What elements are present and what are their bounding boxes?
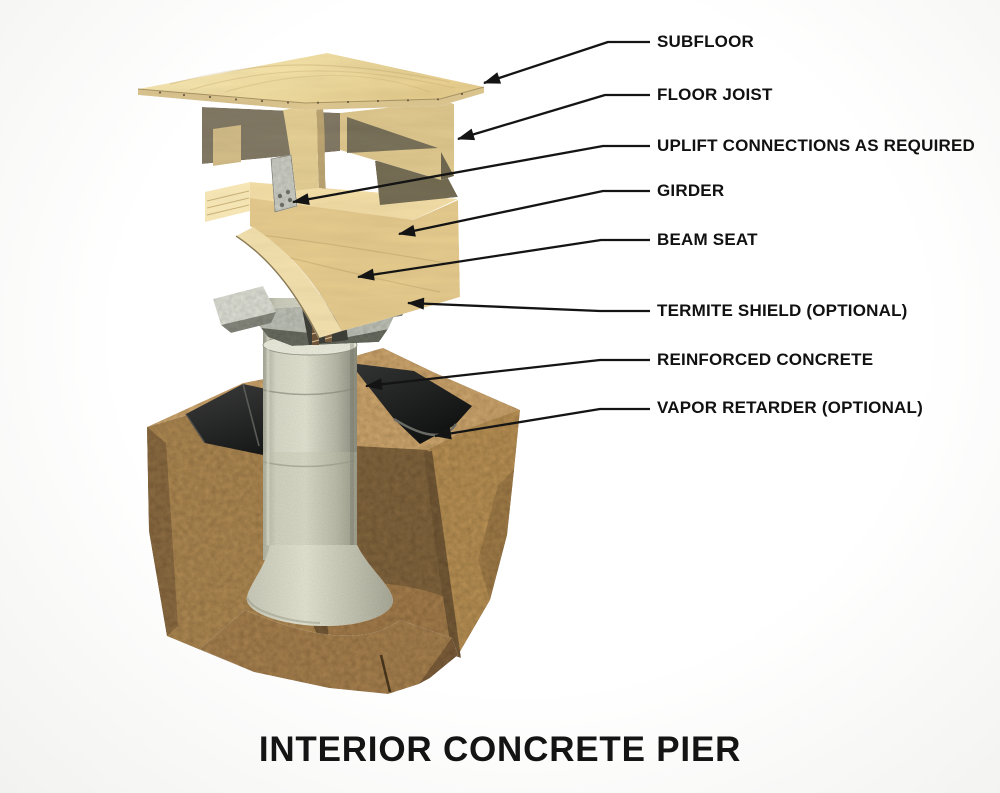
plywood-subfloor <box>137 53 485 110</box>
uplift-connector <box>270 154 298 213</box>
leader-beam-seat <box>357 238 650 281</box>
leader-vapor-retarder <box>434 407 650 440</box>
label-subfloor: SUBFLOOR <box>657 32 754 51</box>
label-vapor-retarder: VAPOR RETARDER (OPTIONAL) <box>657 398 923 417</box>
leader-reinforced-concrete <box>365 358 650 391</box>
cut-joist-curve <box>283 104 319 191</box>
label-termite-shield: TERMITE SHIELD (OPTIONAL) <box>657 301 908 320</box>
leader-termite-shield <box>407 297 650 313</box>
diagram-title: INTERIOR CONCRETE PIER <box>258 730 742 769</box>
leader-subfloor <box>483 40 650 85</box>
leader-floor-joist <box>457 93 650 141</box>
label-girder: GIRDER <box>657 181 725 200</box>
edge-nails <box>158 91 464 104</box>
label-beam-seat: BEAM SEAT <box>657 230 758 249</box>
floor-joists <box>202 101 454 191</box>
girder <box>205 148 460 339</box>
plywood-edge <box>138 87 484 110</box>
bell-footing <box>246 545 393 627</box>
leader-lines <box>292 40 650 440</box>
label-floor-joist: FLOOR JOIST <box>657 85 773 104</box>
soil-front-lip <box>200 610 458 694</box>
label-reinforced-concrete: REINFORCED CONCRETE <box>657 350 874 369</box>
leader-uplift-connections <box>292 144 650 206</box>
leader-girder <box>398 189 650 237</box>
label-uplift-connections: UPLIFT CONNECTIONS AS REQUIRED <box>657 136 975 155</box>
